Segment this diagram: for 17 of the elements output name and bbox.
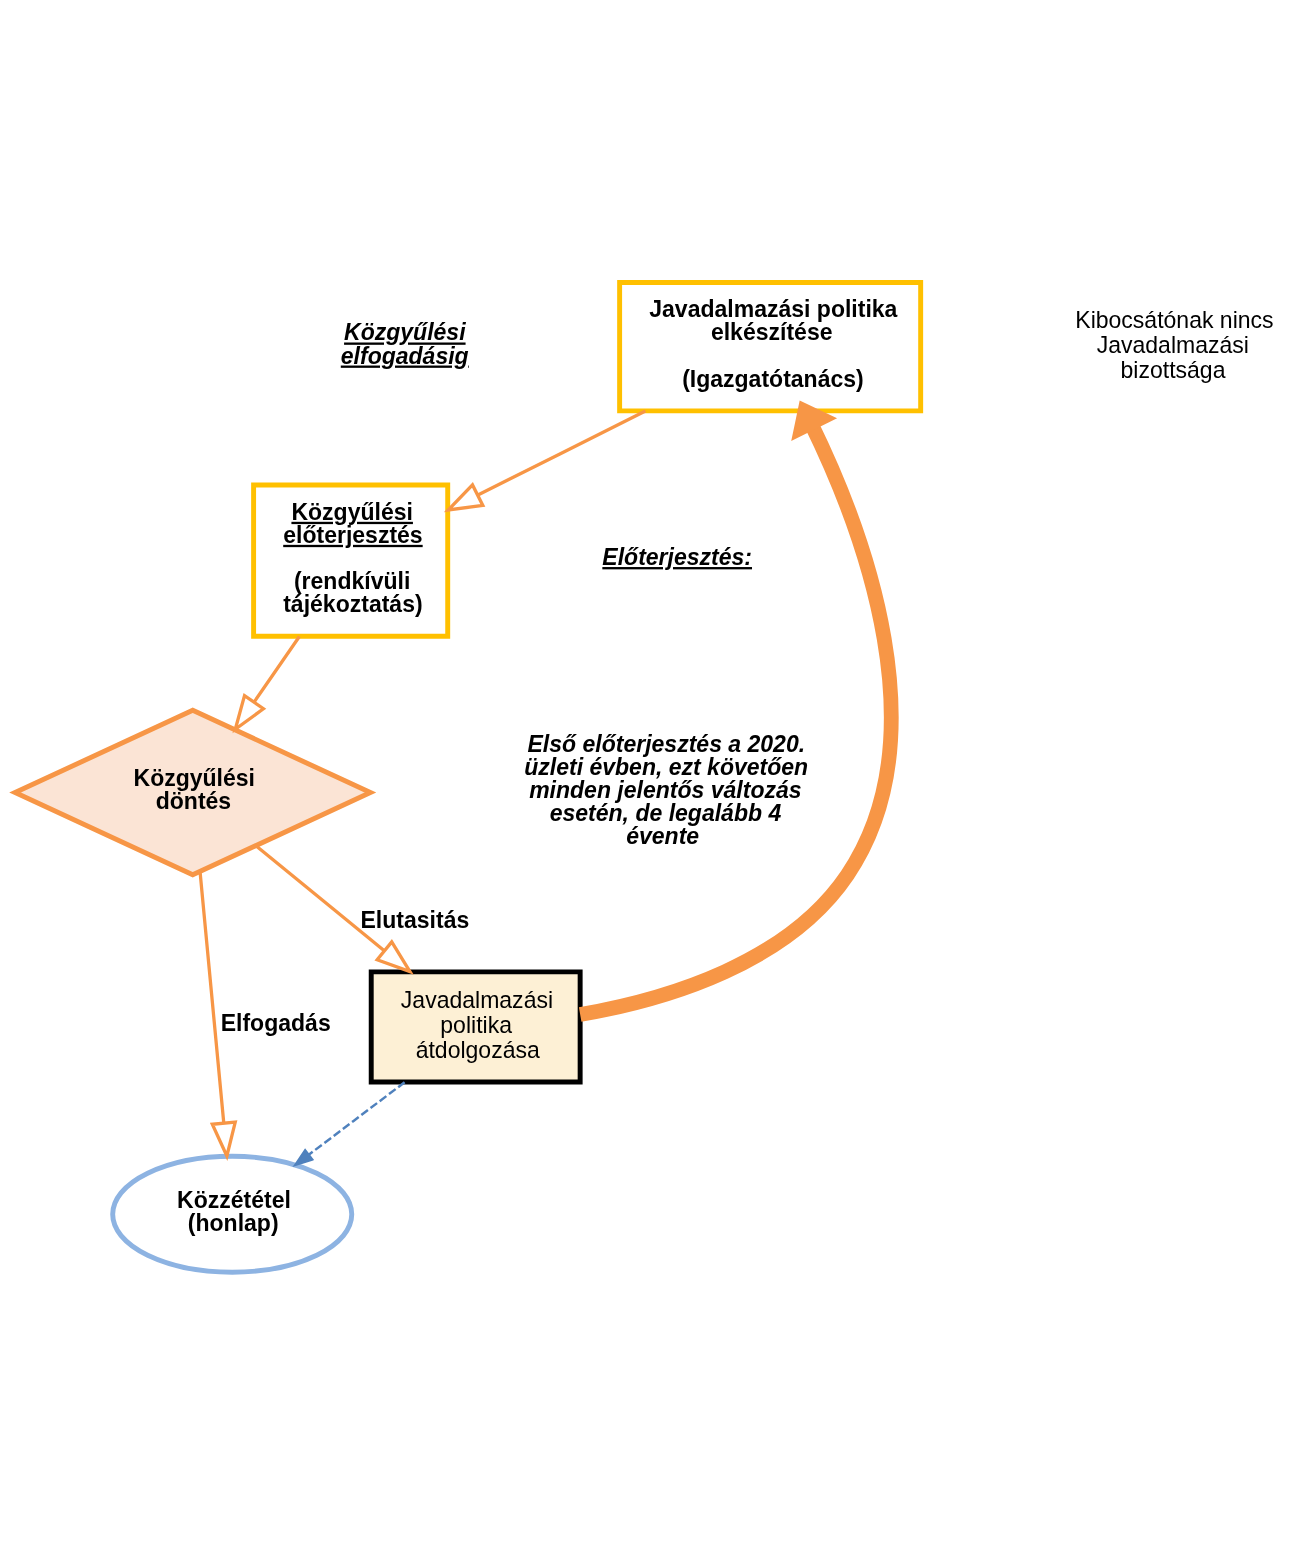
- node-diamond: Közgyűlési döntés: [9, 707, 377, 878]
- node-box: Javadalmazási politika átdolgozása: [368, 969, 583, 1085]
- arrow: [292, 1081, 406, 1168]
- arrow: [198, 871, 238, 1161]
- arrow: [232, 635, 301, 734]
- edge-label: Elutasitás: [360, 906, 470, 933]
- label: Közgyűlési elfogadásig: [340, 319, 469, 369]
- node-ellipse: Közzététel (honlap): [110, 1153, 355, 1275]
- arrow: [255, 844, 414, 975]
- arrow: [578, 400, 899, 1022]
- label: Első előterjesztés a 2020. üzleti évben, ezt követően minden jelentős változás esetén, de legalább 4 évente: [524, 730, 809, 849]
- arrow: [443, 409, 647, 513]
- node-box: Javadalmazási politika elkészítése (Igazgatótanács): [617, 280, 924, 414]
- label: Kibocsátónak nincs Javadalmazási bizottsága: [1075, 307, 1274, 383]
- label: Előterjesztés:: [602, 544, 753, 571]
- edge-label: Elfogadás: [220, 1010, 331, 1037]
- node-box: Közgyűlési előterjesztés (rendkívüli tájékoztatás): [251, 482, 451, 639]
